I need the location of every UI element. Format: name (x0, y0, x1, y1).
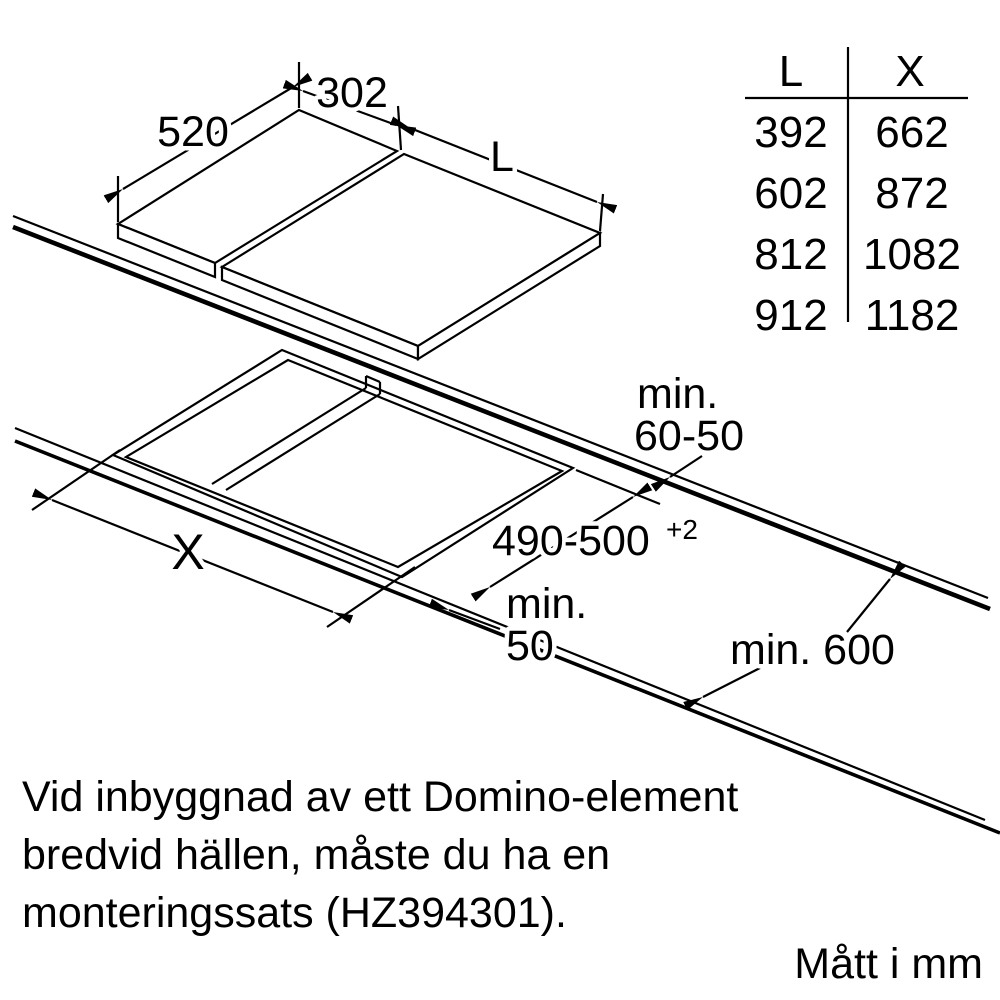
worktop-cutout-diagram: X 490-500 +2 min. 60-50 min. 50 min. 600 (14, 348, 1000, 835)
dimension-label-l: L (490, 133, 514, 181)
table-header-x: X (895, 47, 924, 96)
leader-front-gap (428, 598, 501, 631)
label-worktop-depth: min. 600 (730, 626, 895, 674)
back-edge-thin-line (12, 214, 989, 600)
table-cell-x2: 872 (875, 169, 948, 218)
label-back-gap-line2: 60-50 (634, 412, 744, 460)
lx-table: L X 392 662 602 872 812 1082 912 1182 (745, 47, 968, 340)
dimension-line-520 (103, 72, 313, 204)
hob-isometric: 520 302 L (103, 62, 618, 361)
cutout-inner-border (123, 358, 565, 569)
ext-line-x-right (326, 566, 416, 628)
note-line-2: bredvid hällen, måste du ha en (22, 831, 610, 879)
dimension-line-302 (282, 79, 417, 137)
leader-worktop-depth-back (846, 560, 907, 633)
ext-line-x-left (31, 449, 121, 511)
dimension-label-x: X (171, 524, 204, 580)
leader-worktop-depth-front (683, 667, 761, 711)
worktop-back-edge-lines (12, 214, 991, 612)
ext-line-302-right (396, 105, 403, 151)
divider-left-edge (211, 387, 367, 485)
table-cell-l3: 812 (754, 230, 827, 279)
back-edge-thick-line (12, 224, 991, 612)
table-cell-x3: 1082 (863, 230, 961, 279)
dimension-label-520: 520 (157, 108, 229, 156)
table-cell-l4: 912 (754, 291, 827, 340)
right-panel-side-face (416, 231, 602, 361)
label-front-gap-line2: 50 (506, 622, 554, 670)
left-panel-front-face (116, 222, 217, 279)
label-back-gap-line1: min. (637, 370, 718, 418)
divider-cap-top (365, 374, 381, 384)
dimension-label-cutout-depth-tolerance: +2 (666, 514, 698, 545)
note-line-3: monteringssats (HZ394301). (22, 889, 567, 937)
dimension-line-l (389, 116, 618, 214)
dimension-label-302: 302 (316, 69, 388, 117)
dimension-line-cutout-depth (470, 482, 653, 602)
cutout-divider-bar (211, 374, 382, 491)
ext-line-l-right (598, 193, 605, 232)
label-front-gap-line1: min. (506, 580, 587, 628)
table-cell-x1: 662 (875, 108, 948, 157)
table-cell-l2: 602 (754, 169, 827, 218)
divider-right-edge (225, 393, 381, 491)
table-cell-x4: 1182 (865, 291, 960, 340)
units-label: Mått i mm (794, 940, 983, 988)
dimension-line-x (31, 488, 354, 624)
table-cell-l1: 392 (754, 108, 827, 157)
dimension-label-cutout-depth: 490-500 (492, 517, 650, 565)
note-line-1: Vid inbyggnad av ett Domino-element (22, 773, 738, 821)
note-text: Vid inbyggnad av ett Domino-element bred… (22, 773, 738, 937)
leader-back-gap (650, 455, 703, 492)
table-header-l: L (779, 47, 803, 96)
